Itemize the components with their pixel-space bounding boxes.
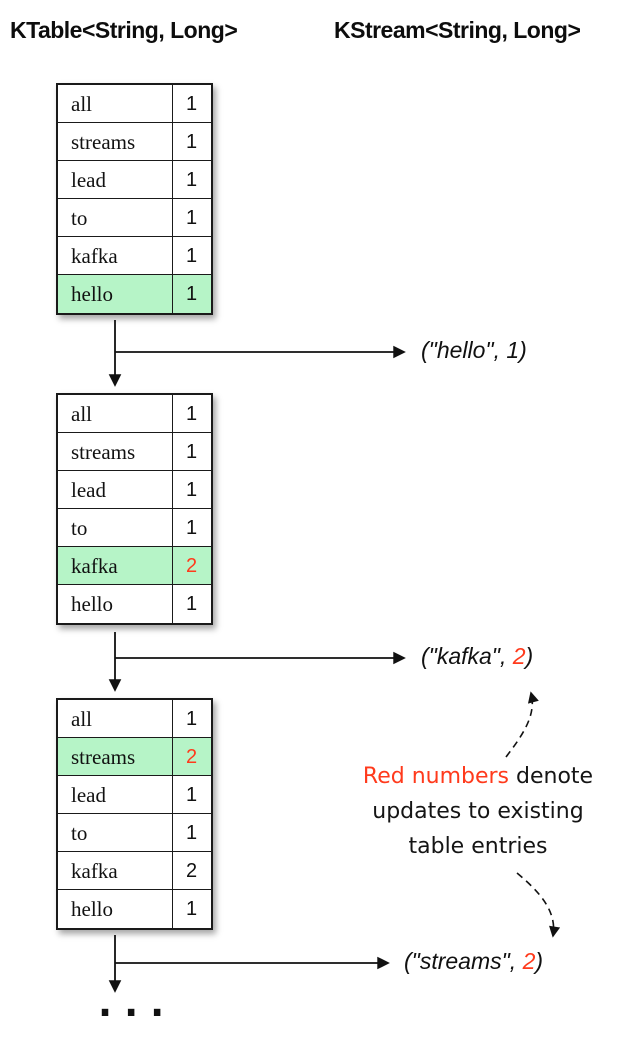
- value-cell: 1: [185, 245, 198, 267]
- table-row: to 1: [58, 509, 211, 547]
- ktable-snapshot-2: all 1 streams 1 lead 1 to 1 kafka 2 hell…: [56, 393, 213, 625]
- key-cell: kafka: [58, 547, 173, 584]
- key-cell: lead: [58, 776, 173, 813]
- note-text: denote: [509, 764, 594, 789]
- key-cell: streams: [58, 433, 173, 470]
- record-value: 1: [506, 337, 520, 363]
- key-cell: streams: [58, 123, 173, 160]
- table-row: lead 1: [58, 471, 211, 509]
- table-row: hello 1: [58, 890, 211, 928]
- value-cell: 1: [185, 822, 198, 844]
- ktable-snapshot-1: all 1 streams 1 lead 1 to 1 kafka 1 hell…: [56, 83, 213, 315]
- note-red-text: Red numbers: [362, 764, 510, 789]
- value-cell: 1: [185, 207, 198, 229]
- kstream-record-hello: ("hello", 1): [421, 337, 527, 364]
- table-row: lead 1: [58, 161, 211, 199]
- table-row: kafka 2: [58, 852, 211, 890]
- value-cell: 1: [185, 479, 198, 501]
- table-row: all 1: [58, 395, 211, 433]
- value-cell: 1: [185, 131, 198, 153]
- record-text: ): [519, 337, 527, 363]
- record-text: ): [525, 643, 534, 669]
- note-line-3: table entries: [408, 834, 548, 859]
- annotation-arrow-up: [505, 691, 539, 758]
- record-text: ("kafka",: [421, 643, 513, 669]
- value-cell: 1: [185, 784, 198, 806]
- key-cell: kafka: [58, 237, 173, 274]
- ktable-column-title: KTable<String, Long>: [10, 17, 238, 43]
- key-cell: to: [58, 814, 173, 851]
- red-numbers-note: Red numbers denote updates to existing t…: [338, 759, 618, 864]
- ktable-snapshot-3: all 1 streams 2 lead 1 to 1 kafka 2 hell…: [56, 698, 213, 930]
- table-row: kafka 1: [58, 237, 211, 275]
- table-row: streams 1: [58, 123, 211, 161]
- value-cell-updated: 2: [185, 746, 198, 768]
- value-cell: 1: [185, 593, 198, 615]
- annotation-arrow-down: [516, 872, 561, 938]
- record-value-updated: 2: [522, 948, 536, 974]
- table-row: all 1: [58, 700, 211, 738]
- key-cell: hello: [58, 890, 173, 928]
- value-cell: 1: [185, 898, 198, 920]
- value-cell-updated: 2: [185, 555, 198, 577]
- key-cell: streams: [58, 738, 173, 775]
- note-line-1: Red numbers denote: [338, 759, 618, 794]
- table-row: streams 1: [58, 433, 211, 471]
- value-cell: 1: [185, 441, 198, 463]
- table-row-highlighted: hello 1: [58, 275, 211, 313]
- value-cell: 1: [185, 283, 198, 305]
- kstream-record-streams: ("streams", 2): [404, 948, 543, 975]
- key-cell: kafka: [58, 852, 173, 889]
- key-cell: lead: [58, 161, 173, 198]
- table-row: to 1: [58, 199, 211, 237]
- value-cell: 1: [185, 403, 198, 425]
- continuation-ellipsis: ...: [93, 980, 172, 1026]
- key-cell: hello: [58, 585, 173, 623]
- value-cell: 1: [185, 169, 198, 191]
- value-cell: 1: [185, 93, 198, 115]
- table-row: to 1: [58, 814, 211, 852]
- value-cell: 1: [185, 708, 198, 730]
- table-row: all 1: [58, 85, 211, 123]
- note-line-2: updates to existing: [372, 799, 584, 824]
- key-cell: all: [58, 700, 173, 737]
- key-cell: hello: [58, 275, 173, 313]
- record-text: ): [535, 948, 544, 974]
- table-row: hello 1: [58, 585, 211, 623]
- key-cell: all: [58, 395, 173, 432]
- table-row: lead 1: [58, 776, 211, 814]
- record-text: ("streams",: [404, 948, 523, 974]
- table-row-highlighted: streams 2: [58, 738, 211, 776]
- record-value-updated: 2: [512, 643, 526, 669]
- kstream-column-title: KStream<String, Long>: [334, 17, 581, 43]
- value-cell: 1: [185, 517, 198, 539]
- table-row-highlighted: kafka 2: [58, 547, 211, 585]
- value-cell: 2: [185, 860, 198, 882]
- key-cell: all: [58, 85, 173, 122]
- record-text: ("hello",: [421, 337, 507, 363]
- key-cell: lead: [58, 471, 173, 508]
- key-cell: to: [58, 509, 173, 546]
- key-cell: to: [58, 199, 173, 236]
- kstream-record-kafka: ("kafka", 2): [421, 643, 533, 670]
